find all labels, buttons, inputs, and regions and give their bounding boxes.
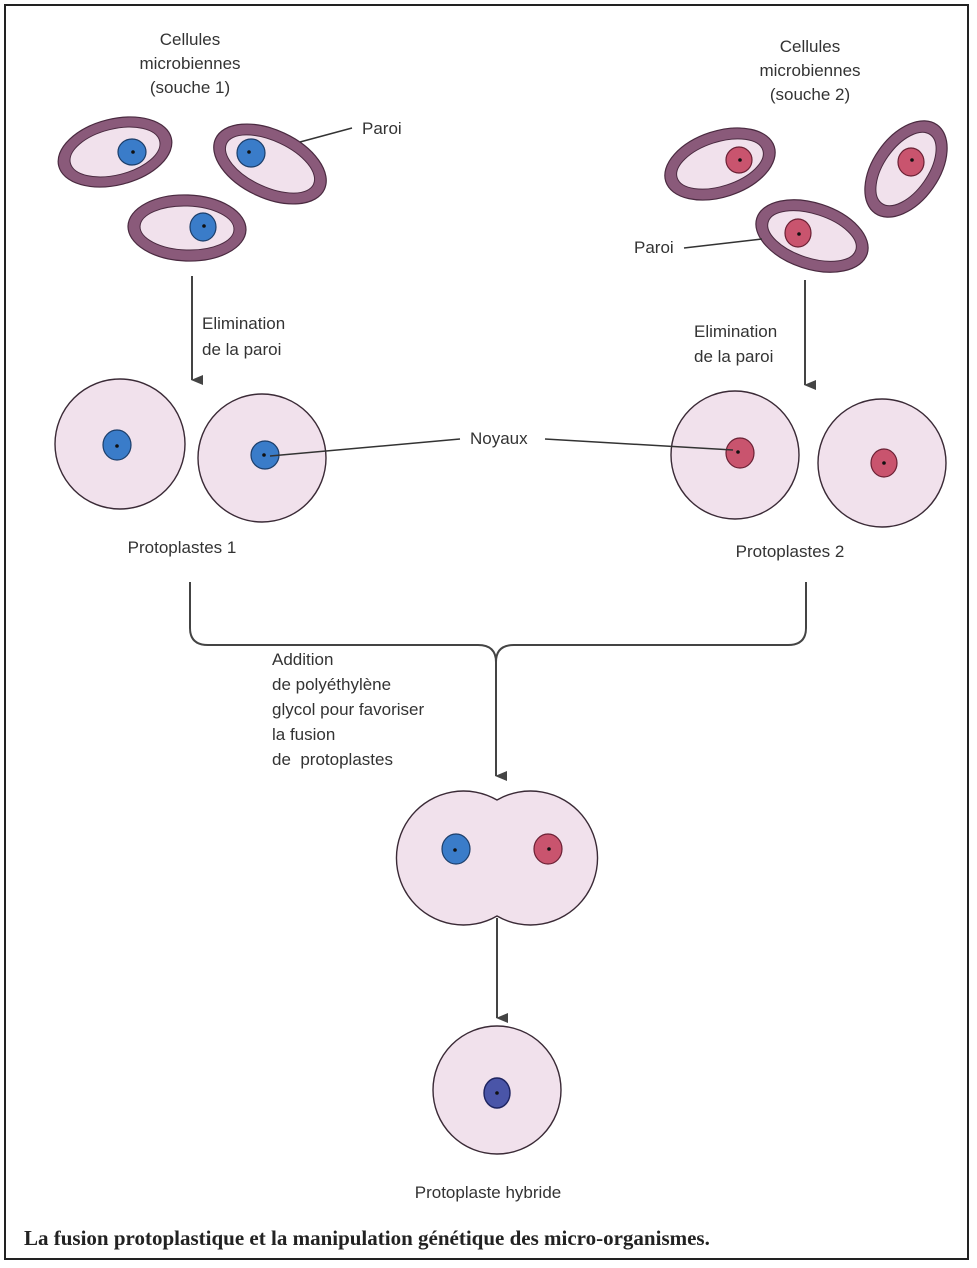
- svg-text:(souche 2): (souche 2): [770, 85, 850, 104]
- protoplast-2a: [671, 391, 799, 519]
- strain2-cell-3: [747, 187, 878, 286]
- protoplast-2b: [818, 399, 946, 527]
- svg-text:de polyéthylène: de polyéthylène: [272, 675, 391, 694]
- fusion-description: Addition de polyéthylène glycol pour fav…: [272, 650, 424, 769]
- strain2-cell-1: [656, 115, 785, 213]
- nuclei-label: Noyaux: [470, 429, 528, 448]
- hybrid-label: Protoplaste hybride: [415, 1183, 561, 1202]
- protoplast-1b: [198, 394, 326, 522]
- svg-text:Elimination: Elimination: [202, 314, 285, 333]
- hybrid-nucleus: [484, 1078, 510, 1108]
- strain2-nucleus-1: [726, 147, 752, 173]
- elimination-label-2: Elimination de la paroi: [694, 322, 777, 366]
- wall-pointer-line-1: [300, 128, 352, 142]
- protoplasts-2-label: Protoplastes 2: [736, 542, 845, 561]
- svg-text:microbiennes: microbiennes: [139, 54, 240, 73]
- fusing-protoplasts: [396, 791, 597, 925]
- svg-text:la fusion: la fusion: [272, 725, 335, 744]
- strain1-cell-3: [127, 193, 247, 263]
- svg-text:glycol pour favoriser: glycol pour favoriser: [272, 700, 424, 719]
- wall-pointer-line-2: [684, 239, 762, 248]
- svg-text:de la paroi: de la paroi: [202, 340, 281, 359]
- strain1-nucleus-1: [118, 139, 146, 165]
- strain1-nucleus-2: [237, 139, 265, 167]
- wall-label-2: Paroi: [634, 238, 674, 257]
- wall-label-1: Paroi: [362, 119, 402, 138]
- svg-text:de la paroi: de la paroi: [694, 347, 773, 366]
- svg-text:(souche 1): (souche 1): [150, 78, 230, 97]
- strain1-cell-1: [51, 106, 180, 198]
- strain2-nucleus-3: [785, 219, 811, 247]
- strain2-nucleus-2: [898, 148, 924, 176]
- svg-text:Cellules: Cellules: [780, 37, 840, 56]
- figure-caption: La fusion protoplastique et la manipulat…: [24, 1226, 710, 1251]
- protoplast-1a: [55, 379, 185, 509]
- fusing-nucleus-strain2: [534, 834, 562, 864]
- strain1-cells-label: Cellules microbiennes (souche 1): [139, 30, 240, 97]
- fusing-nucleus-strain1: [442, 834, 470, 864]
- strain2-cells-label: Cellules microbiennes (souche 2): [759, 37, 860, 104]
- protoplasts-1-label: Protoplastes 1: [128, 538, 237, 557]
- svg-text:Elimination: Elimination: [694, 322, 777, 341]
- svg-text:microbiennes: microbiennes: [759, 61, 860, 80]
- svg-text:Addition: Addition: [272, 650, 333, 669]
- elimination-label-1: Elimination de la paroi: [202, 314, 285, 359]
- svg-text:de protoplastes: de protoplastes: [272, 750, 393, 769]
- svg-text:Cellules: Cellules: [160, 30, 220, 49]
- strain1-nucleus-3: [190, 213, 216, 241]
